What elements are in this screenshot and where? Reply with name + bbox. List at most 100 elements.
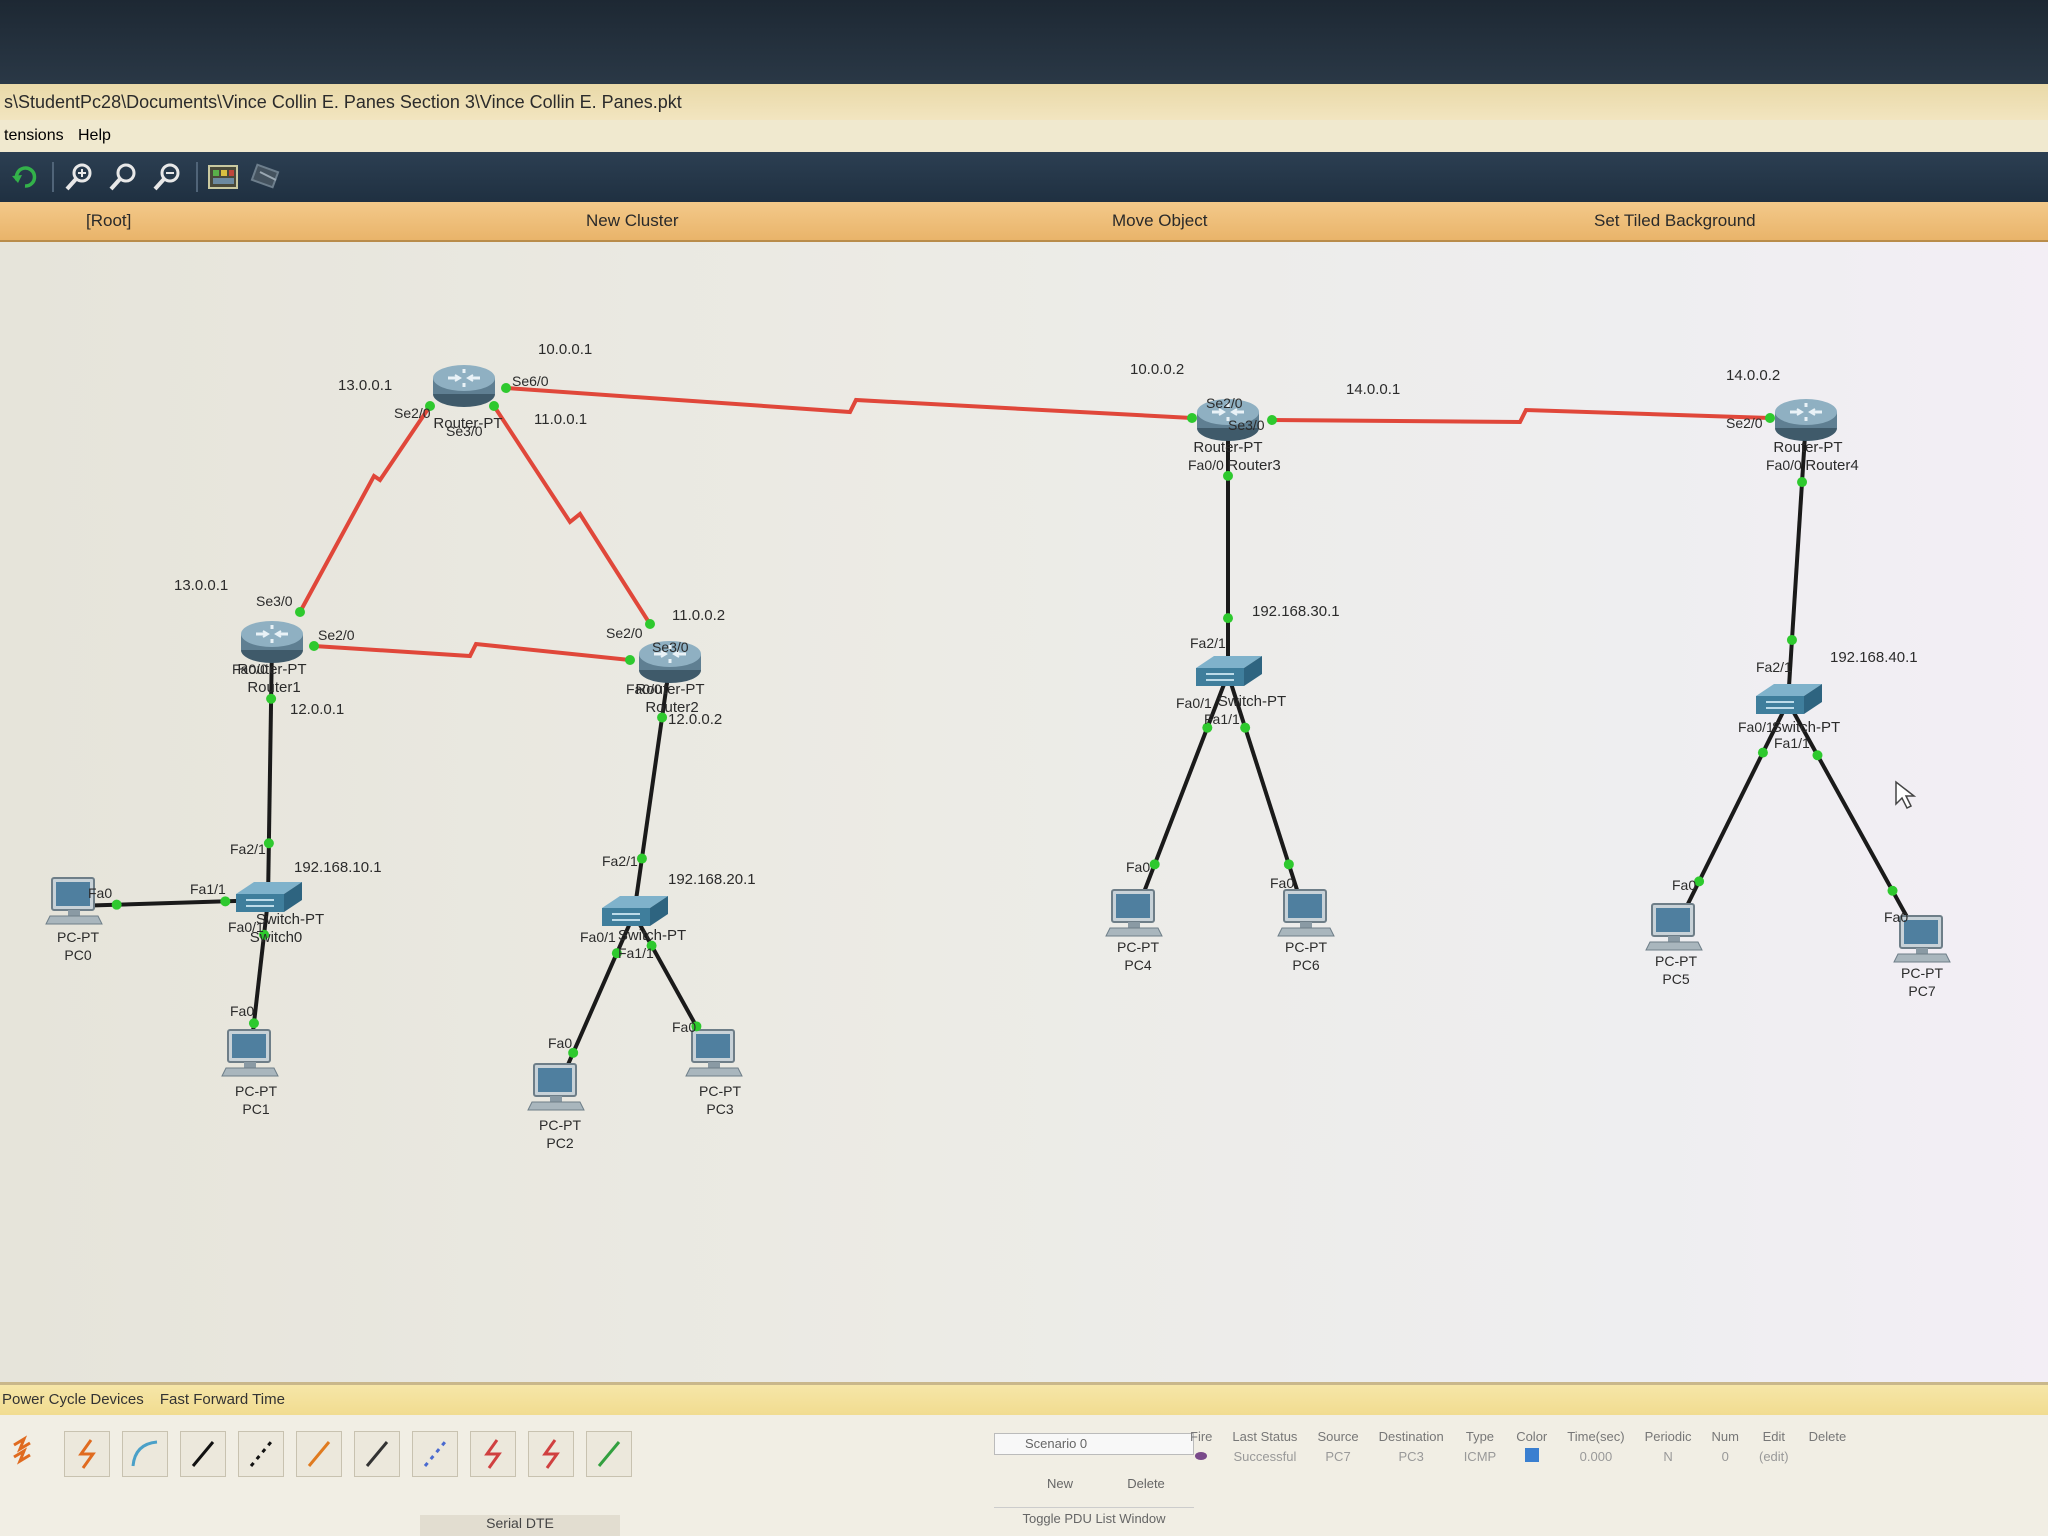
ethernet-link-switch3-pc5[interactable] (1672, 701, 1790, 933)
menu-extensions[interactable]: tensions (4, 127, 64, 144)
ethernet-link-router2-switch1[interactable] (632, 661, 672, 915)
pc-type: PC-PT (57, 929, 99, 945)
new-cluster-button[interactable]: New Cluster (586, 211, 679, 230)
pc6-device[interactable] (1277, 889, 1335, 937)
ip-label: 192.168.10.1 (294, 859, 382, 876)
ip-label: 10.0.0.2 (1130, 361, 1184, 378)
switch0-device[interactable] (235, 881, 303, 913)
last-status-cell: Successful (1233, 1449, 1297, 1464)
port-label: Fa0 (548, 1035, 572, 1051)
pc1-device[interactable] (221, 1029, 279, 1077)
edit-link[interactable]: (edit) (1758, 1449, 1789, 1464)
ip-label: 192.168.40.1 (1830, 649, 1918, 666)
pc4-device[interactable] (1105, 889, 1163, 937)
ip-label: 11.0.0.2 (672, 607, 725, 624)
zoom-out-icon[interactable] (150, 160, 184, 194)
serial-dce-icon[interactable] (470, 1431, 516, 1477)
undo-icon[interactable] (8, 160, 42, 194)
menu-help[interactable]: Help (78, 127, 111, 144)
link-light-icon (266, 693, 277, 704)
router0-device[interactable] (431, 363, 497, 409)
fiber-icon[interactable] (296, 1431, 342, 1477)
fire-indicator[interactable] (1180, 1446, 1222, 1467)
switch1-device[interactable] (601, 895, 669, 927)
palette-icon[interactable] (206, 160, 240, 194)
phone-icon[interactable] (354, 1431, 400, 1477)
auto-connect-icon[interactable] (64, 1431, 110, 1477)
custom-device-icon[interactable] (250, 160, 284, 194)
coaxial-icon[interactable] (412, 1431, 458, 1477)
set-tiled-background-button[interactable]: Set Tiled Background (1594, 211, 1756, 230)
ip-label: 10.0.0.1 (538, 341, 592, 358)
serial-link-router0-router3[interactable] (505, 386, 1193, 420)
octal-icon[interactable] (586, 1431, 632, 1477)
port-label: Fa0/1 (1738, 719, 1774, 735)
port-label: Fa0/0 (1188, 457, 1224, 473)
pc3-device[interactable] (685, 1029, 743, 1077)
root-button[interactable]: [Root] (86, 211, 132, 230)
ethernet-link-switch2-pc6[interactable] (1226, 673, 1308, 919)
port-label: Fa0 (672, 1019, 696, 1035)
move-object-button[interactable]: Move Object (1112, 211, 1208, 230)
link-light-icon (1267, 415, 1277, 425)
console-icon[interactable] (122, 1431, 168, 1477)
pc2-device[interactable] (527, 1063, 585, 1111)
type-cell: ICMP (1463, 1449, 1497, 1464)
port-label: Fa0 (1270, 875, 1294, 891)
toolbar-separator (196, 162, 198, 192)
pdu-column-header: Last Status (1232, 1429, 1298, 1444)
link-light-icon (248, 1018, 259, 1029)
link-light-icon (295, 607, 305, 617)
new-scenario-button[interactable]: New (1046, 1476, 1073, 1491)
ethernet-link-switch0-pc0[interactable] (73, 898, 269, 908)
port-label: Fa1/1 (1204, 711, 1240, 727)
link-light-icon (625, 655, 635, 665)
port-label: Se2/0 (606, 625, 643, 641)
ip-label: 14.0.0.1 (1346, 381, 1400, 398)
color-cell (1506, 1446, 1557, 1467)
pc-type: PC-PT (1901, 965, 1943, 981)
delete-scenario-button[interactable]: Delete (1127, 1476, 1165, 1491)
topology-diagram[interactable]: 10.0.0.1 13.0.0.1 11.0.0.1 10.0.0.2 14.0… (0, 242, 2048, 1382)
link-light-icon (1786, 634, 1797, 645)
port-label: Fa1/1 (1774, 735, 1810, 751)
ethernet-link-switch1-pc2[interactable] (554, 913, 636, 1093)
pdu-panel: Scenario 0 New Delete Toggle PDU List Wi… (980, 1423, 2048, 1536)
serial-dte-icon[interactable] (528, 1431, 574, 1477)
ethernet-link-switch2-pc4[interactable] (1132, 673, 1230, 919)
port-label: Fa2/1 (1190, 635, 1226, 651)
delete-cell[interactable] (1799, 1446, 1857, 1467)
pc5-device[interactable] (1645, 903, 1703, 951)
serial-link-router0-router1[interactable] (298, 404, 432, 613)
link-light-icon (646, 940, 657, 951)
serial-link-router3-router4[interactable] (1271, 407, 1771, 425)
ethernet-link-router1-switch0[interactable] (266, 641, 274, 901)
router1-device[interactable] (239, 619, 305, 665)
straight-through-icon[interactable] (180, 1431, 226, 1477)
router4-device[interactable] (1773, 397, 1839, 443)
switch2-device[interactable] (1195, 655, 1263, 687)
ethernet-link-router4-switch3[interactable] (1786, 419, 1808, 703)
fast-forward-button[interactable]: Fast Forward Time (159, 1391, 285, 1408)
device-name: Switch-PT (256, 911, 324, 928)
connections-category-icon[interactable] (4, 1431, 44, 1477)
device-label: Router1 (247, 679, 300, 696)
link-light-icon (501, 383, 511, 393)
link-light-icon (1187, 413, 1197, 423)
logical-workspace[interactable]: 10.0.0.1 13.0.0.1 11.0.0.1 10.0.0.2 14.0… (0, 242, 2048, 1382)
serial-link-router0-router2[interactable] (492, 404, 652, 626)
scenario-select[interactable]: Scenario 0 (994, 1433, 1194, 1455)
destination-cell: PC3 (1398, 1449, 1424, 1464)
ethernet-link-switch3-pc7[interactable] (1786, 701, 1924, 945)
pdu-table-row[interactable]: Successful PC7 PC3 ICMP 0.000 N 0 (edit) (1180, 1446, 1856, 1467)
link-light-icon (1223, 613, 1233, 624)
zoom-in-icon[interactable] (62, 160, 96, 194)
crossover-icon[interactable] (238, 1431, 284, 1477)
link-light-icon (691, 1021, 702, 1032)
serial-link-router1-router2[interactable] (313, 641, 631, 662)
power-cycle-button[interactable]: Power Cycle Devices (2, 1391, 144, 1408)
zoom-reset-icon[interactable] (106, 160, 140, 194)
switch3-device[interactable] (1755, 683, 1823, 715)
toggle-pdu-list-button[interactable]: Toggle PDU List Window (994, 1507, 1194, 1529)
pdu-column-header: Type (1465, 1429, 1495, 1444)
